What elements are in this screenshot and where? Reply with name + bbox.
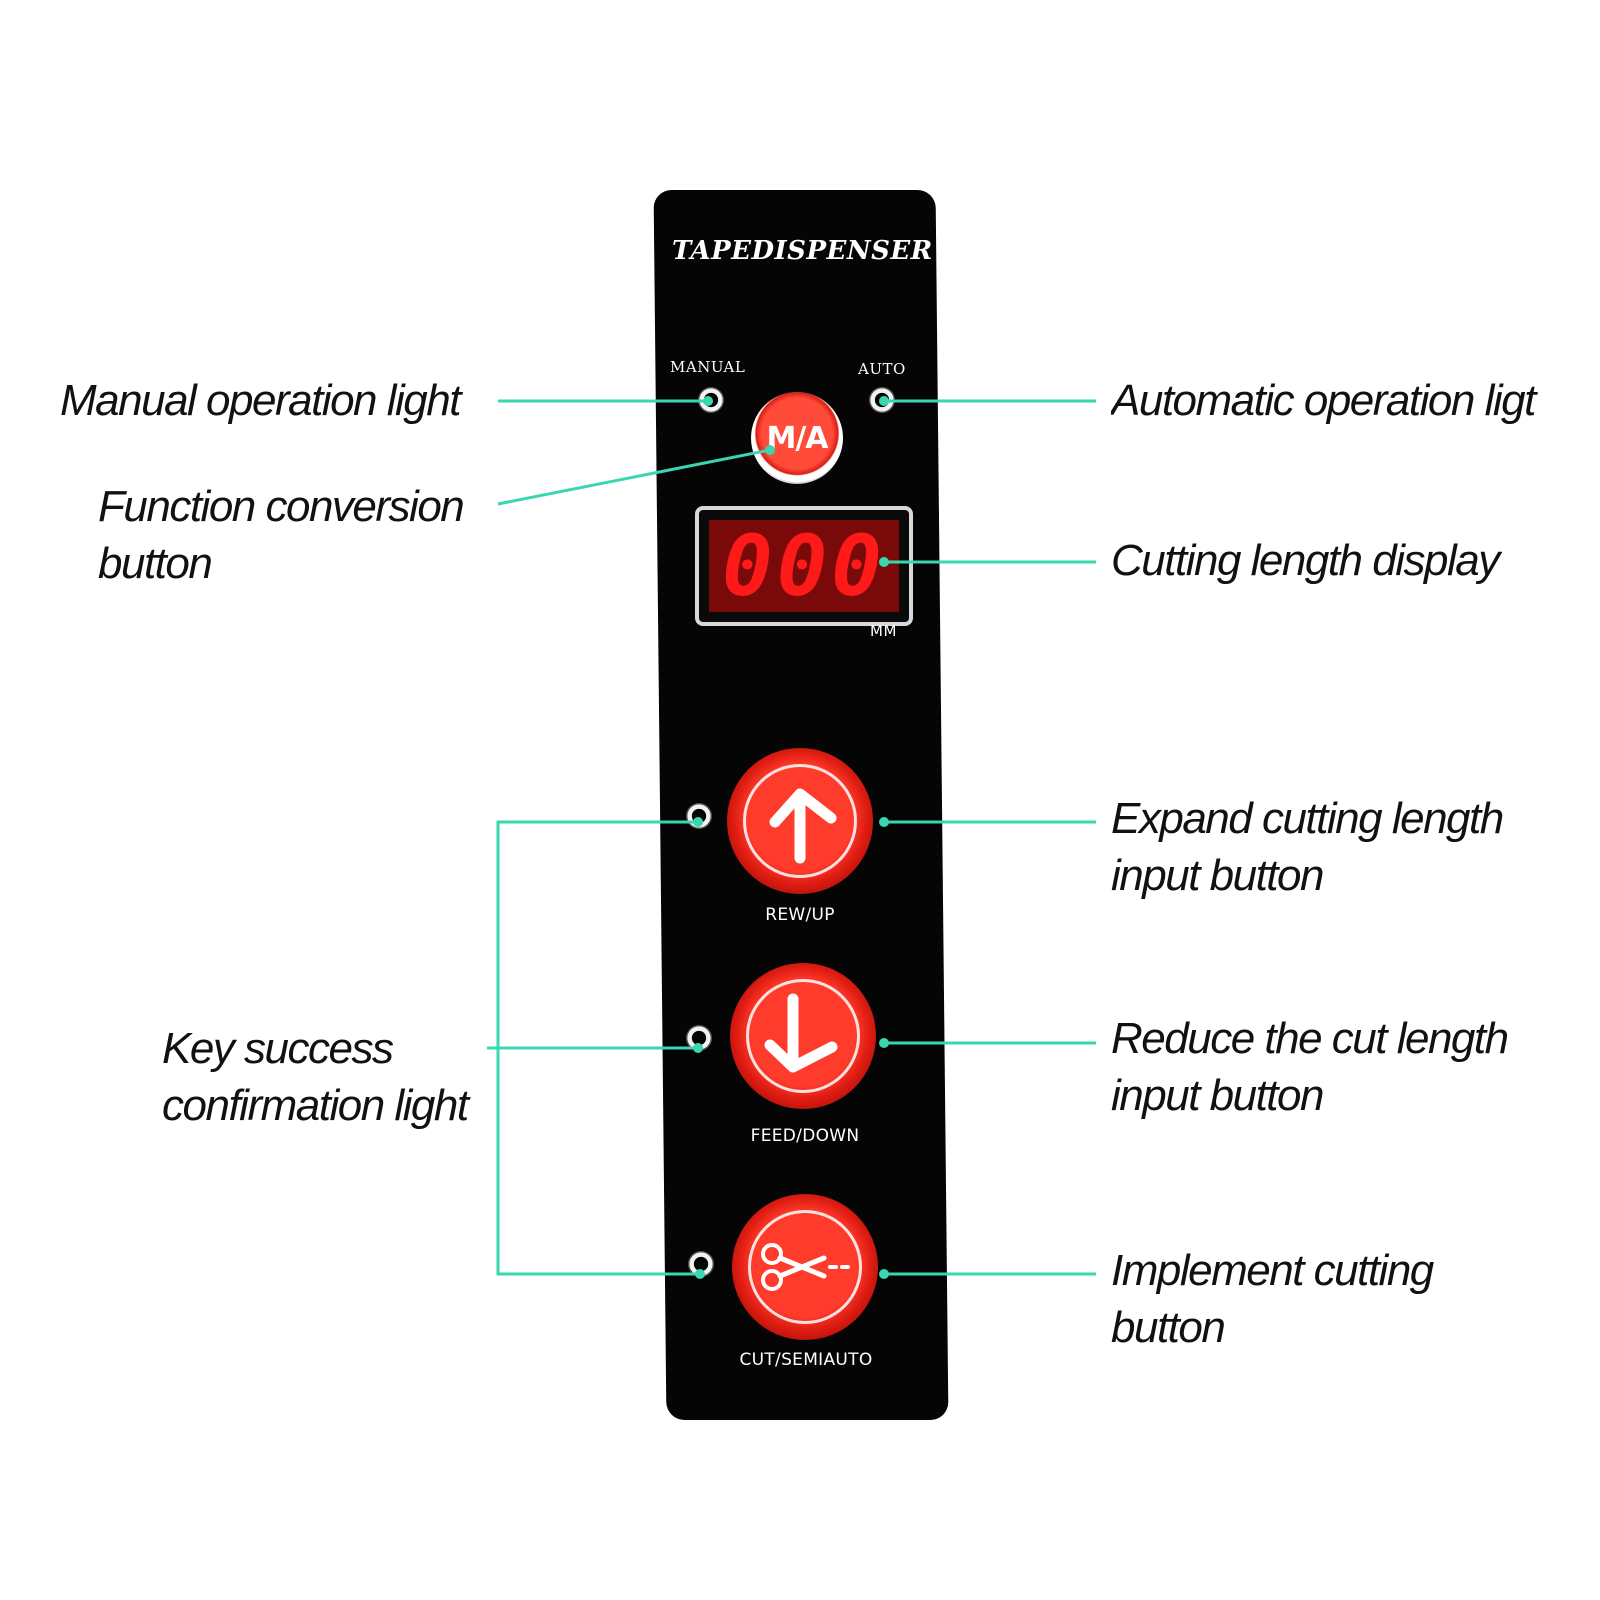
brand-label: TAPEDISPENSER [672, 236, 933, 266]
display-unit-label: MM [870, 622, 897, 640]
callout-function-button-line2: button [98, 539, 213, 588]
callout-auto-light: Automatic operation ligt [1111, 376, 1536, 425]
mode-toggle-label: M/A [766, 420, 828, 456]
callout-reduce-line2: input button [1111, 1071, 1324, 1120]
auto-label: AUTO [858, 360, 906, 378]
cut-semiauto-button[interactable] [732, 1194, 878, 1340]
length-display: 000 [695, 506, 913, 626]
rew-up-button[interactable] [727, 748, 873, 894]
callout-key-light-line1: Key success [162, 1024, 394, 1073]
callout-expand-line2: input button [1111, 851, 1324, 900]
callout-expand-line1: Expand cutting length [1111, 794, 1504, 843]
callout-key-light-line2: confirmation light [162, 1081, 469, 1130]
callout-manual-light: Manual operation light [60, 376, 461, 425]
feed-down-button[interactable] [730, 963, 876, 1109]
cut-semiauto-label: CUT/SEMIAUTO [739, 1350, 873, 1370]
callout-cut-line1: Implement cutting [1111, 1246, 1434, 1295]
mode-toggle-button[interactable]: M/A [751, 392, 843, 484]
length-display-value: 000 [722, 517, 886, 615]
manual-label: MANUAL [670, 358, 746, 376]
callout-function-button-line1: Function conversion [98, 482, 465, 531]
callout-reduce-line1: Reduce the cut length [1111, 1014, 1509, 1063]
callout-display: Cutting length display [1111, 536, 1500, 585]
feed-down-label: FEED/DOWN [750, 1126, 860, 1146]
rew-up-label: REW/UP [765, 905, 835, 925]
callout-cut-line2: button [1111, 1303, 1226, 1352]
